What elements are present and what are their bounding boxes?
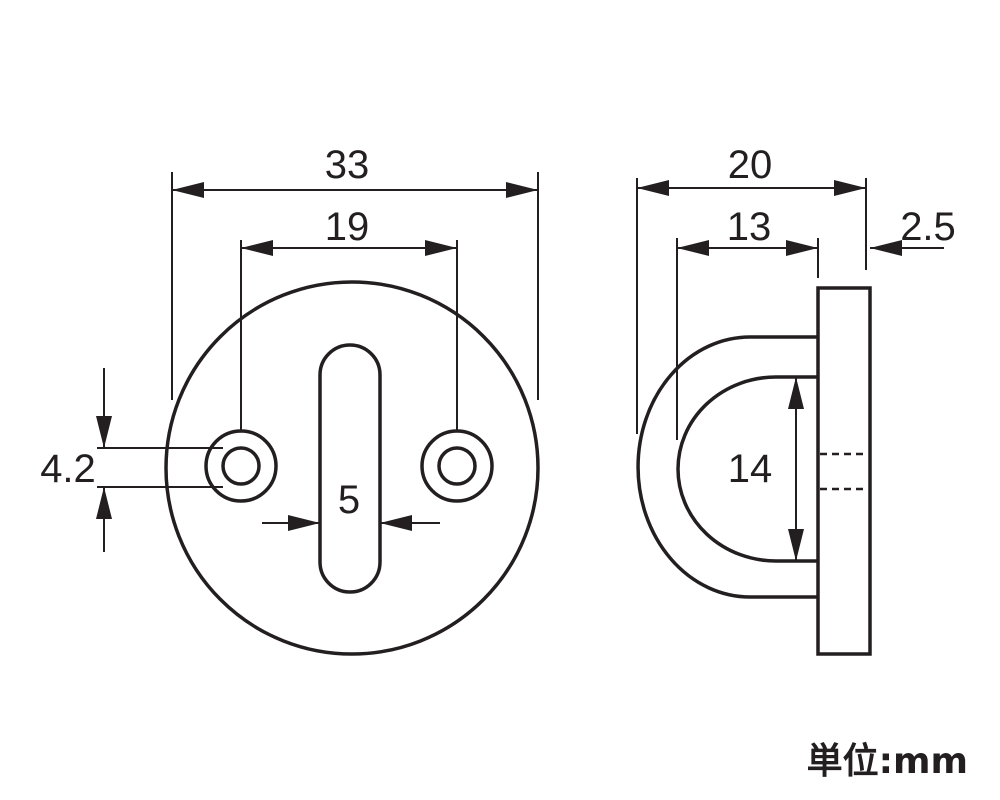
dimension-label-20: 20 xyxy=(728,143,773,187)
base-plate-outline xyxy=(164,280,540,656)
dimension-plate-thickness: 2.5 xyxy=(870,205,956,256)
loop-inner-profile xyxy=(676,375,818,563)
center-slot xyxy=(318,343,382,594)
dimension-slot-width: 5 xyxy=(262,478,440,531)
dimension-hole-spacing: 19 xyxy=(240,205,458,431)
dimension-overall-depth: 20 xyxy=(636,143,867,434)
unit-label: 単位:mm xyxy=(807,741,968,782)
dimension-label-2-5: 2.5 xyxy=(900,205,956,249)
dimension-loop-opening: 14 xyxy=(728,377,804,561)
right-mounting-hole xyxy=(420,429,494,503)
dimension-label-4-2: 4.2 xyxy=(40,447,96,491)
left-mounting-hole xyxy=(204,429,278,503)
front-view xyxy=(164,280,540,656)
dimension-label-13: 13 xyxy=(727,205,772,249)
dimension-label-19: 19 xyxy=(325,205,370,249)
dimension-hole-diameter: 4.2 xyxy=(40,368,223,552)
dimension-loop-depth: 13 xyxy=(676,205,819,440)
dimension-label-5: 5 xyxy=(338,478,360,522)
side-view xyxy=(636,286,872,656)
loop-outer-profile xyxy=(636,335,818,599)
dimension-overall-diameter: 33 xyxy=(171,143,539,400)
dimension-label-14: 14 xyxy=(728,447,773,491)
dimension-label-33: 33 xyxy=(325,143,370,187)
side-plate xyxy=(816,286,872,656)
